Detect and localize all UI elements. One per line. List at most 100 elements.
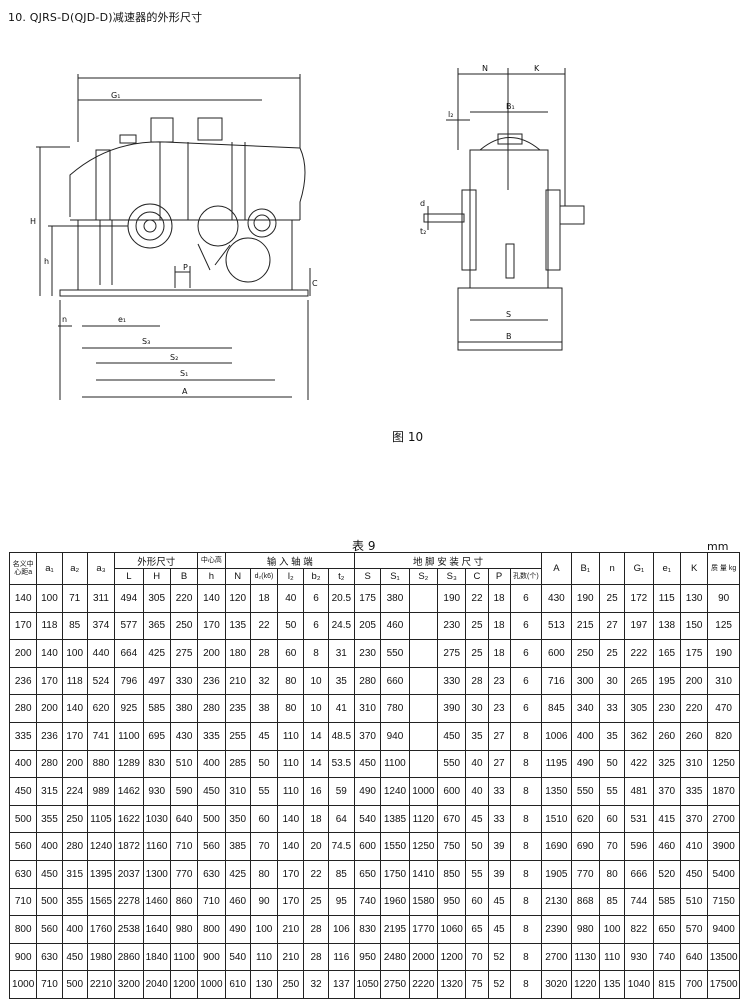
dim-label-g1: G₁ bbox=[111, 91, 120, 100]
table-cell: 100 bbox=[36, 584, 63, 613]
group-header-input-shaft: 输 入 轴 端 bbox=[224, 552, 355, 569]
table-cell: 1550 bbox=[380, 832, 410, 861]
table-cell: 425 bbox=[142, 639, 171, 668]
table-cell bbox=[408, 694, 439, 723]
table-cell: 6 bbox=[303, 611, 329, 641]
table-cell: 1040 bbox=[624, 970, 654, 999]
table-cell: 14 bbox=[303, 721, 329, 751]
col-header-mass: 质 量 kg bbox=[707, 552, 740, 585]
table-cell: 450 bbox=[197, 777, 226, 806]
table-cell: 422 bbox=[624, 749, 654, 779]
table-cell: 22 bbox=[249, 611, 279, 641]
table-cell: 490 bbox=[353, 777, 382, 806]
table-cell: 710 bbox=[8, 887, 38, 917]
dim-label-s3: S₃ bbox=[142, 337, 150, 346]
table-cell: 137 bbox=[327, 970, 355, 999]
dim-label-n: n bbox=[62, 315, 67, 324]
table-cell: 28 bbox=[465, 666, 489, 696]
table-cell: 1120 bbox=[408, 804, 439, 834]
table-cell: 513 bbox=[541, 611, 572, 641]
table-cell: 350 bbox=[224, 804, 251, 834]
table-cell: 2037 bbox=[114, 859, 144, 889]
table-cell: 695 bbox=[142, 721, 171, 751]
table-cell: 2210 bbox=[86, 970, 116, 999]
table-cell: 85 bbox=[61, 611, 88, 641]
table-cell: 80 bbox=[249, 859, 279, 889]
table-cell: 33 bbox=[487, 777, 511, 806]
table-cell: 410 bbox=[679, 832, 709, 861]
table-cell: 1462 bbox=[114, 777, 144, 806]
table-cell: 33 bbox=[487, 804, 511, 834]
table-cell: 362 bbox=[624, 721, 654, 751]
table-cell: 370 bbox=[652, 777, 681, 806]
table-cell: 330 bbox=[437, 666, 467, 696]
table-cell: 860 bbox=[169, 887, 199, 917]
table-cell: 600 bbox=[353, 832, 382, 861]
table-cell: 550 bbox=[380, 639, 410, 668]
table-cell: 370 bbox=[353, 721, 382, 751]
col-header-s1: S₁ bbox=[380, 568, 410, 585]
table-cell: 118 bbox=[61, 666, 88, 696]
table-cell: 1240 bbox=[86, 832, 116, 861]
table-cell: 600 bbox=[541, 639, 572, 668]
table-cell: 27 bbox=[598, 611, 626, 641]
table-cell: 250 bbox=[61, 804, 88, 834]
table-cell: 900 bbox=[8, 942, 38, 972]
table-cell: 170 bbox=[277, 887, 305, 917]
table-cell: 1006 bbox=[541, 721, 572, 751]
table-cell: 280 bbox=[353, 666, 382, 696]
table-cell: 80 bbox=[277, 666, 305, 696]
table-cell: 200 bbox=[8, 639, 38, 668]
table-cell: 340 bbox=[570, 694, 600, 723]
table-cell: 8 bbox=[509, 804, 543, 834]
table-cell: 400 bbox=[197, 749, 226, 779]
table-cell: 1030 bbox=[142, 804, 171, 834]
table-cell: 1980 bbox=[86, 942, 116, 972]
table-cell: 820 bbox=[707, 721, 740, 751]
table-cell: 8 bbox=[509, 777, 543, 806]
table-cell bbox=[408, 584, 439, 613]
table-cell: 315 bbox=[36, 777, 63, 806]
dim-label-b: B bbox=[506, 332, 512, 341]
table-cell: 31 bbox=[327, 639, 355, 668]
table-cell: 22 bbox=[465, 584, 489, 613]
table-cell: 310 bbox=[224, 777, 251, 806]
table-cell: 666 bbox=[624, 859, 654, 889]
table-cell: 1870 bbox=[707, 777, 740, 806]
table-cell: 630 bbox=[36, 942, 63, 972]
col-header-hole-count: 孔数(个) bbox=[509, 568, 543, 585]
table-cell: 550 bbox=[437, 749, 467, 779]
table-cell: 400 bbox=[61, 915, 88, 944]
table-cell: 335 bbox=[679, 777, 709, 806]
table-cell: 13500 bbox=[707, 942, 740, 972]
table-cell: 6 bbox=[303, 584, 329, 613]
table-cell: 200 bbox=[197, 639, 226, 668]
table-cell: 1200 bbox=[437, 942, 467, 972]
table-cell: 6 bbox=[509, 611, 543, 641]
table-cell: 1840 bbox=[142, 942, 171, 972]
table-cell: 460 bbox=[380, 611, 410, 641]
table-cell: 1060 bbox=[437, 915, 467, 944]
table-cell: 170 bbox=[277, 859, 305, 889]
table-cell: 90 bbox=[249, 887, 279, 917]
table-cell: 280 bbox=[61, 832, 88, 861]
table-cell: 6 bbox=[509, 584, 543, 613]
table-cell: 710 bbox=[197, 887, 226, 917]
col-header-d2: d₂(k6) bbox=[249, 568, 279, 585]
table-cell: 110 bbox=[598, 942, 626, 972]
table-cell: 140 bbox=[8, 584, 38, 613]
table-cell: 1690 bbox=[541, 832, 572, 861]
table-cell: 1770 bbox=[408, 915, 439, 944]
table-cell: 190 bbox=[570, 584, 600, 613]
table-cell: 450 bbox=[679, 859, 709, 889]
table-cell: 640 bbox=[679, 942, 709, 972]
table-cell: 280 bbox=[8, 694, 38, 723]
table-cell: 868 bbox=[570, 887, 600, 917]
table-cell: 880 bbox=[86, 749, 116, 779]
table-cell: 1195 bbox=[541, 749, 572, 779]
table-cell: 280 bbox=[36, 749, 63, 779]
